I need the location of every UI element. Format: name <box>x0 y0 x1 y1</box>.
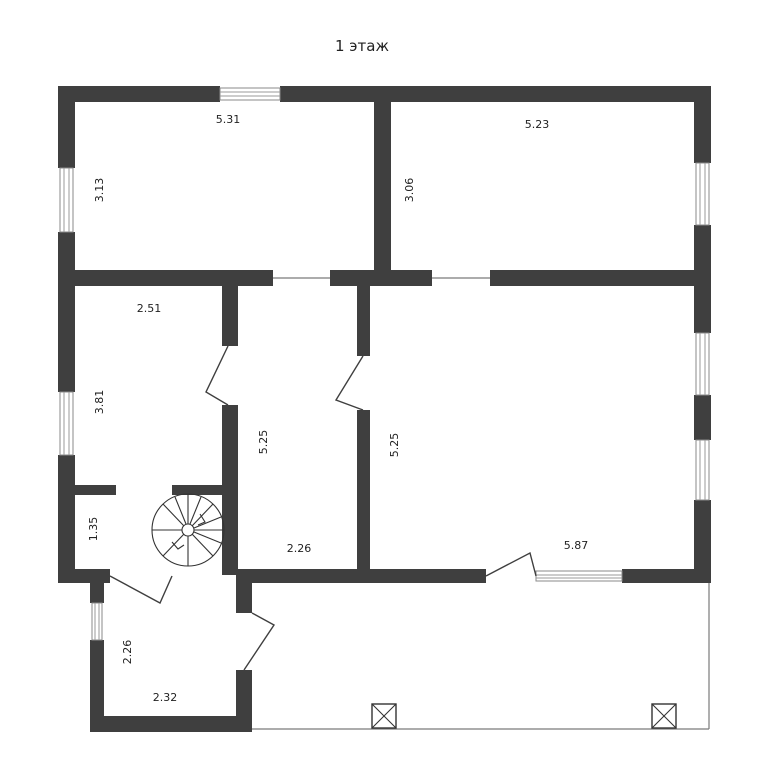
post-right <box>651 703 677 729</box>
window-annex <box>91 602 103 641</box>
door-mid-left <box>205 345 229 406</box>
windows <box>59 87 710 641</box>
interior-walls <box>58 86 711 580</box>
dimension-labels: 5.31 3.13 5.23 3.06 2.51 3.81 5.25 2.26 … <box>87 113 588 704</box>
post-left <box>371 703 397 729</box>
dim-large-room-width: 5.87 <box>564 539 589 552</box>
window-bottom <box>535 570 623 582</box>
window-right-2 <box>695 332 710 396</box>
dim-stair-area-height: 1.35 <box>87 517 100 542</box>
dim-top-left-width: 5.31 <box>216 113 241 126</box>
window-left-1 <box>59 167 74 233</box>
door-annex <box>243 612 276 671</box>
dim-large-room-height: 5.25 <box>388 433 401 458</box>
dim-corridor-width: 2.26 <box>287 542 312 555</box>
dim-entry-width: 2.32 <box>153 691 178 704</box>
door-large-room <box>485 551 537 577</box>
window-left-2 <box>59 391 74 456</box>
annex-walls <box>90 583 710 732</box>
door-stair-exit <box>109 575 173 604</box>
spiral-staircase <box>151 493 225 567</box>
terrace-posts <box>371 703 677 729</box>
door-corridor-right <box>334 355 364 411</box>
doors <box>109 277 537 671</box>
dim-corridor-height: 5.25 <box>257 430 270 455</box>
window-right-1 <box>695 162 710 226</box>
dim-top-right-height: 3.06 <box>403 178 416 203</box>
dim-entry-height: 2.26 <box>121 640 134 665</box>
window-right-3 <box>695 439 710 501</box>
dim-mid-left-height: 3.81 <box>93 390 106 415</box>
floor-title: 1 этаж <box>335 37 389 55</box>
dim-mid-left-width: 2.51 <box>137 302 162 315</box>
dim-top-right-width: 5.23 <box>525 118 550 131</box>
window-top <box>219 87 281 101</box>
dim-top-left-height: 3.13 <box>93 178 106 203</box>
